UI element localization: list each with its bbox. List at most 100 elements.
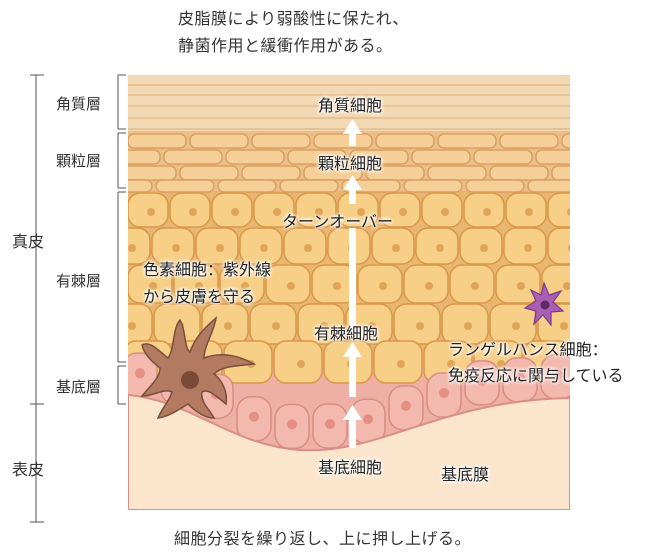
- granular-cell: [241, 165, 301, 181]
- cell-nucleus: [441, 208, 449, 216]
- granular-cell: [128, 179, 153, 193]
- bottom-caption: 細胞分裂を繰り返し、上に押し上げる。: [174, 529, 472, 548]
- cell-nucleus: [399, 208, 407, 216]
- cell-nucleus: [464, 322, 472, 330]
- cell-nucleus: [416, 322, 424, 330]
- cell-nucleus: [436, 244, 444, 252]
- granular-cell: [349, 149, 409, 165]
- cell-nucleus: [447, 360, 455, 368]
- cell-nucleus: [297, 360, 305, 368]
- cell-nucleus: [483, 208, 491, 216]
- granular-cell: [313, 133, 373, 149]
- cell-nucleus: [333, 282, 341, 290]
- granular-cell: [217, 179, 277, 193]
- granular-cell: [527, 179, 570, 193]
- granular-cell: [251, 133, 311, 149]
- cell-nucleus: [480, 244, 488, 252]
- granular-cell: [128, 133, 187, 149]
- cell-nucleus: [439, 388, 449, 398]
- cell-nucleus: [273, 208, 281, 216]
- granular-cell: [179, 165, 239, 181]
- granular-cell: [437, 133, 497, 149]
- granular-cell: [489, 165, 549, 181]
- layer-brackets: [30, 74, 126, 523]
- label-stratum-spinosum: 有棘層: [56, 272, 102, 290]
- label-basement-membrane: 基底膜: [441, 465, 490, 484]
- cell-nucleus: [563, 282, 570, 290]
- granular-cell: [535, 149, 570, 165]
- cell-nucleus: [315, 208, 323, 216]
- label-basal-cells: 基底細胞: [318, 458, 383, 477]
- label-stratum-corneum: 角質層: [56, 95, 102, 113]
- cell-nucleus: [363, 414, 373, 425]
- cell-nucleus: [425, 282, 433, 290]
- cell-nucleus: [149, 282, 157, 290]
- granular-cells: [128, 133, 570, 193]
- cell-nucleus: [368, 322, 376, 330]
- label-corneum-cells: 角質細胞: [318, 96, 383, 115]
- cell-nucleus: [517, 282, 525, 290]
- basement-membrane: [128, 393, 570, 510]
- cell-nucleus: [512, 322, 520, 330]
- cell-nucleus: [135, 368, 145, 379]
- cell-nucleus: [147, 208, 155, 216]
- cell-nucleus: [304, 244, 312, 252]
- granular-cell: [128, 165, 177, 181]
- label-spinous-cells: 有棘細胞: [314, 324, 379, 343]
- langerhans-cell: [523, 281, 565, 327]
- granular-cell: [427, 165, 487, 181]
- cell-nucleus: [128, 322, 136, 330]
- cell-nucleus: [524, 244, 532, 252]
- spinous-cell: [128, 227, 151, 265]
- top-caption-line2: 静菌作用と緩衝作用がある。: [178, 36, 393, 55]
- label-granular-cells: 顆粒細胞: [318, 154, 383, 173]
- cell-nucleus: [320, 322, 328, 330]
- cell-nucleus: [249, 411, 259, 422]
- cell-nucleus: [477, 375, 487, 386]
- granular-cell: [375, 133, 435, 149]
- label-turnover: ターンオーバー: [282, 212, 394, 231]
- langerhans-annotation-line1: ランゲルハンス細胞：: [448, 340, 608, 359]
- granular-cell: [473, 149, 533, 165]
- granular-cell: [561, 133, 570, 149]
- cell-nucleus: [260, 244, 268, 252]
- spinous-cell: [547, 192, 570, 228]
- cell-nucleus: [128, 244, 136, 252]
- cell-nucleus: [525, 208, 533, 216]
- cell-nucleus: [553, 369, 563, 380]
- cell-nucleus: [272, 322, 280, 330]
- spinous-cell: [547, 227, 570, 265]
- label-stratum-basale: 基底層: [56, 378, 102, 396]
- cell-nucleus: [568, 244, 570, 252]
- cell-nucleus: [567, 208, 570, 216]
- label-stratum-granulosum: 顆粒層: [56, 152, 102, 170]
- melanocyte-cell: [140, 316, 257, 419]
- granular-cell: [189, 133, 249, 149]
- cell-nucleus: [471, 282, 479, 290]
- granular-cell: [128, 149, 161, 165]
- granular-cell: [155, 179, 215, 193]
- cell-nucleus: [515, 372, 525, 383]
- cell-nucleus: [224, 322, 232, 330]
- granular-cell: [551, 165, 570, 181]
- label-outer-upper: 真皮: [12, 232, 45, 251]
- cell-nucleus: [287, 282, 295, 290]
- turnover-arrow: [343, 119, 362, 448]
- melanocyte-annotation-line2: から皮膚を守る: [143, 287, 256, 306]
- cell-nucleus: [392, 244, 400, 252]
- granular-cell: [163, 149, 223, 165]
- cell-nucleus: [216, 244, 224, 252]
- cell-nucleus: [560, 322, 568, 330]
- melanocyte-annotation-line1: 色素細胞：紫外線: [143, 260, 272, 279]
- cell-nucleus: [231, 208, 239, 216]
- granular-cell: [411, 149, 471, 165]
- top-caption-line1: 皮脂膜により弱酸性に保たれ、: [178, 9, 409, 28]
- granular-cell: [403, 179, 463, 193]
- granular-cell: [287, 149, 347, 165]
- label-outer-lower: 表皮: [12, 460, 45, 479]
- cell-nucleus: [172, 244, 180, 252]
- cell-nucleus: [497, 360, 505, 368]
- cell-nucleus: [357, 208, 365, 216]
- cell-nucleus: [401, 400, 411, 411]
